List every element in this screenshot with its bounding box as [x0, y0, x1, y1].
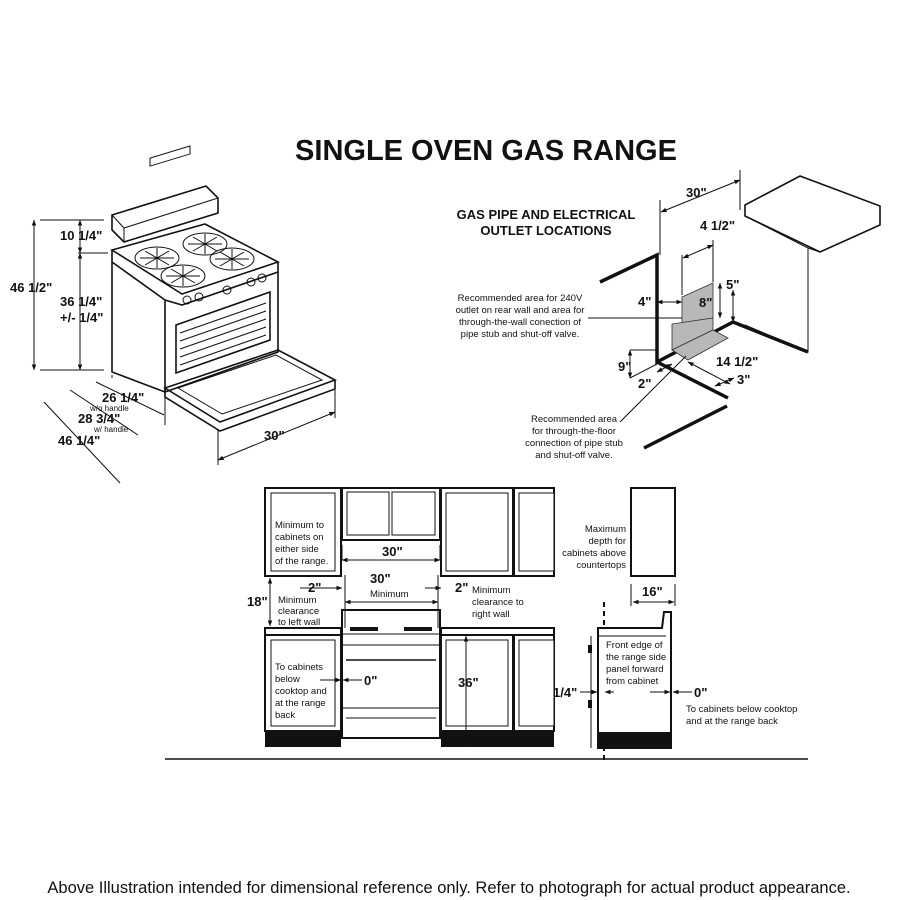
dim-height-total: 46 1/2" [10, 280, 52, 295]
lower-gap-dim: 0" [364, 673, 377, 688]
counter-height-dim: 36" [458, 675, 479, 690]
gas-wall-note-2: outlet on rear wall and area for [456, 305, 585, 316]
upper-gap-dim: 30" [382, 544, 403, 559]
side-max-depth-note-4: countertops [576, 560, 626, 571]
lower-note-2: below [275, 674, 300, 685]
side-max-depth-note-3: cabinets above [562, 548, 626, 559]
min-width-label: Minimum [370, 589, 409, 600]
side-back-note-1: To cabinets below cooktop [686, 704, 797, 715]
upper-note-1: Minimum to [275, 520, 324, 531]
gas-heading-line2: OUTLET LOCATIONS [480, 223, 612, 238]
gas-dim-3: 3" [737, 372, 750, 387]
side-back-note-2: and at the range back [686, 716, 778, 727]
left-note-1: Minimum [278, 595, 317, 606]
gas-floor-note-3: connection of pipe stub [525, 438, 623, 449]
side-front-gap-dim: 1/4" [553, 685, 577, 700]
side-max-depth-note-1: Maximum [585, 524, 626, 535]
oven-window [175, 290, 271, 375]
right-note-3: right wall [472, 609, 510, 620]
dim-cooktop-tolerance: +/- 1/4" [60, 310, 103, 325]
min-width-dim: 30" [370, 571, 391, 586]
right-gap-dim: 2" [455, 580, 468, 595]
gas-dim-width: 30" [686, 185, 707, 200]
upper-note-4: of the range. [275, 556, 328, 567]
gas-dim-2: 2" [638, 376, 651, 391]
side-installation-view: 16" Maximum depth for cabinets above cou… [553, 487, 797, 760]
side-front-note-4: from cabinet [606, 676, 659, 687]
upper-note-3: either side [275, 544, 319, 555]
dim-depth-w-handle: 28 3/4" [78, 411, 120, 426]
side-front-note-3: panel forward [606, 664, 664, 675]
upper-height-dim: 18" [247, 594, 268, 609]
side-max-depth-note-2: depth for [589, 536, 627, 547]
dim-width: 30" [264, 428, 285, 443]
dim-backguard: 10 1/4" [60, 228, 102, 243]
range-dimensions: 46 1/2" 10 1/4" 36 1/4" +/- 1/4" 26 1/4"… [10, 219, 336, 484]
gas-wall-note-1: Recommended area for 240V [458, 293, 583, 304]
page-title: SINGLE OVEN GAS RANGE [295, 135, 677, 167]
gas-heading-line1: GAS PIPE AND ELECTRICAL [457, 207, 636, 222]
gas-dim-14-1-2: 14 1/2" [716, 354, 758, 369]
range-illustration [110, 145, 337, 432]
lower-note-4: at the range [275, 698, 326, 709]
left-note-3: to left wall [278, 617, 320, 628]
gas-dim-5: 5" [726, 277, 739, 292]
gas-wall-note-4: pipe stub and shut-off valve. [461, 329, 580, 340]
left-gap-dim: 2" [308, 580, 321, 595]
gas-dim-4: 4" [638, 294, 651, 309]
side-max-depth-dim: 16" [642, 584, 663, 599]
gas-dim-8: 8" [699, 295, 712, 310]
dim-depth-wo-handle-note: w/o handle [89, 404, 129, 413]
burner-grates [134, 232, 255, 288]
dim-depth-wo-handle: 26 1/4" [102, 390, 144, 405]
side-back-gap-dim: 0" [694, 685, 707, 700]
gas-wall-note-3: through-the-wall conection of [459, 317, 581, 328]
dim-cooktop-height: 36 1/4" [60, 294, 102, 309]
outlet-area-floor [671, 329, 729, 361]
gas-floor-note-2: for through-the-floor [532, 426, 616, 437]
side-front-note-1: Front edge of [606, 640, 663, 651]
range-front [341, 609, 441, 739]
oven-door [163, 349, 337, 423]
gas-floor-note-4: and shut-off valve. [535, 450, 612, 461]
dim-depth-door-open: 46 1/4" [58, 433, 100, 448]
disclaimer-footer: Above Illustration intended for dimensio… [47, 879, 850, 897]
left-note-2: clearance [278, 606, 319, 617]
control-knobs [182, 273, 267, 305]
lower-note-3: cooktop and [275, 686, 327, 697]
gas-dim-4-1-2: 4 1/2" [700, 218, 735, 233]
gas-dim-9: 9" [618, 359, 631, 374]
lower-note-5: back [275, 710, 295, 721]
gas-floor-note-1: Recommended area [531, 414, 618, 425]
side-front-note-2: the range side [606, 652, 666, 663]
right-note-2: clearance to [472, 597, 524, 608]
dim-depth-w-handle-note: w/ handle [93, 425, 129, 434]
gas-pipe-diagram: GAS PIPE AND ELECTRICAL OUTLET LOCATIONS… [456, 170, 881, 461]
lower-note-1: To cabinets [275, 662, 323, 673]
front-installation-view: Minimum to cabinets on either side of th… [165, 487, 808, 760]
upper-note-2: cabinets on [275, 532, 324, 543]
right-note-1: Minimum [472, 585, 511, 596]
